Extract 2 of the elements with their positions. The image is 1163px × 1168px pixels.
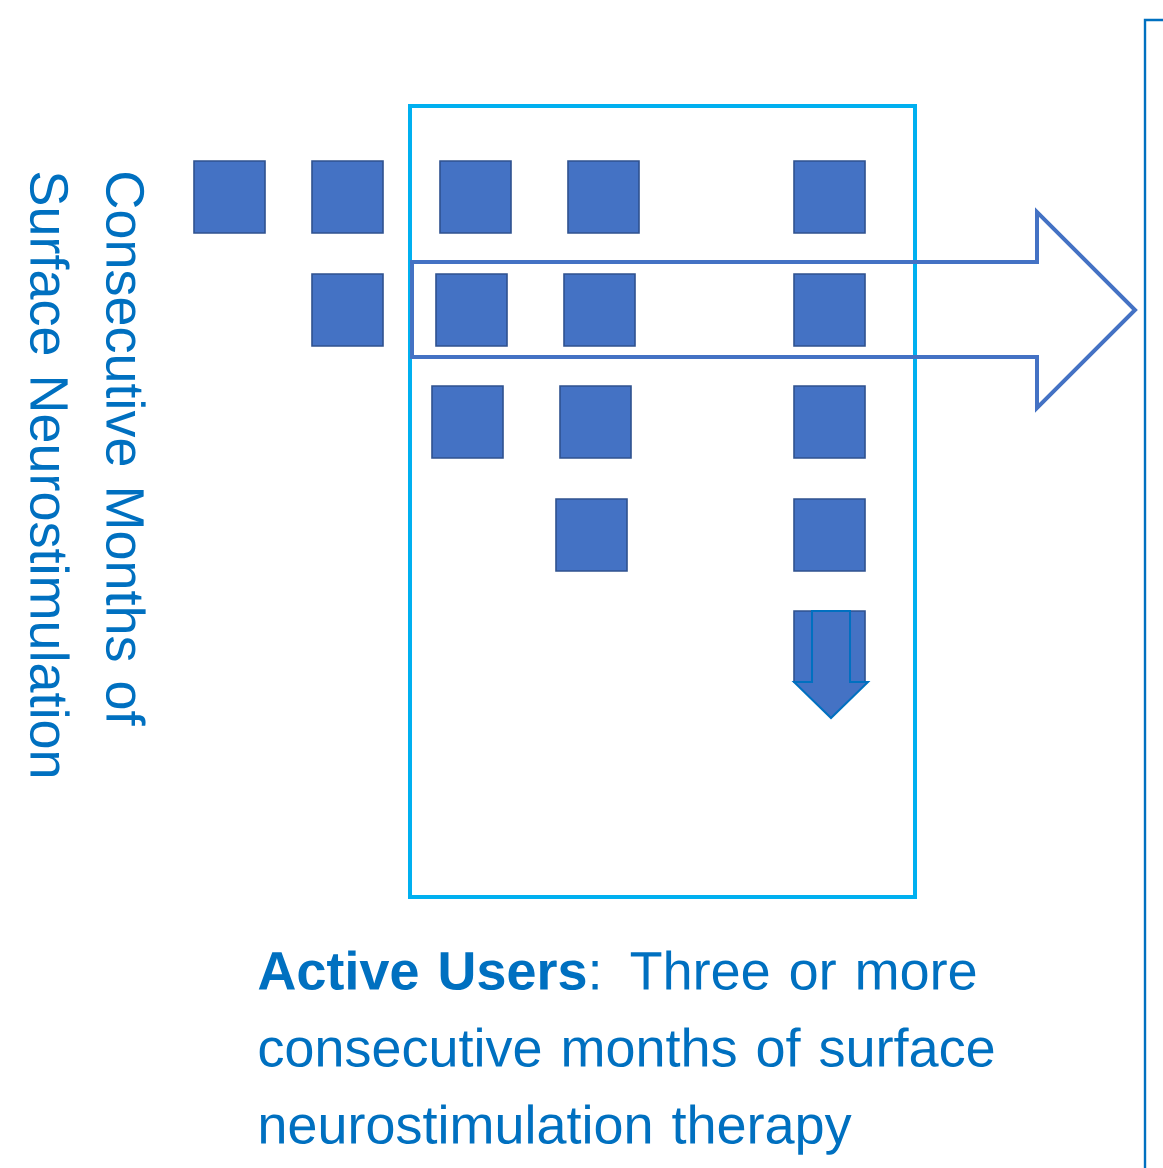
caption-text: Active Users: Three or more consecutive months of surface neurostimulation therapy bbox=[258, 950, 994, 1155]
axis-label: Consecutive Months of Surface Neurostimulation bbox=[29, 172, 146, 777]
